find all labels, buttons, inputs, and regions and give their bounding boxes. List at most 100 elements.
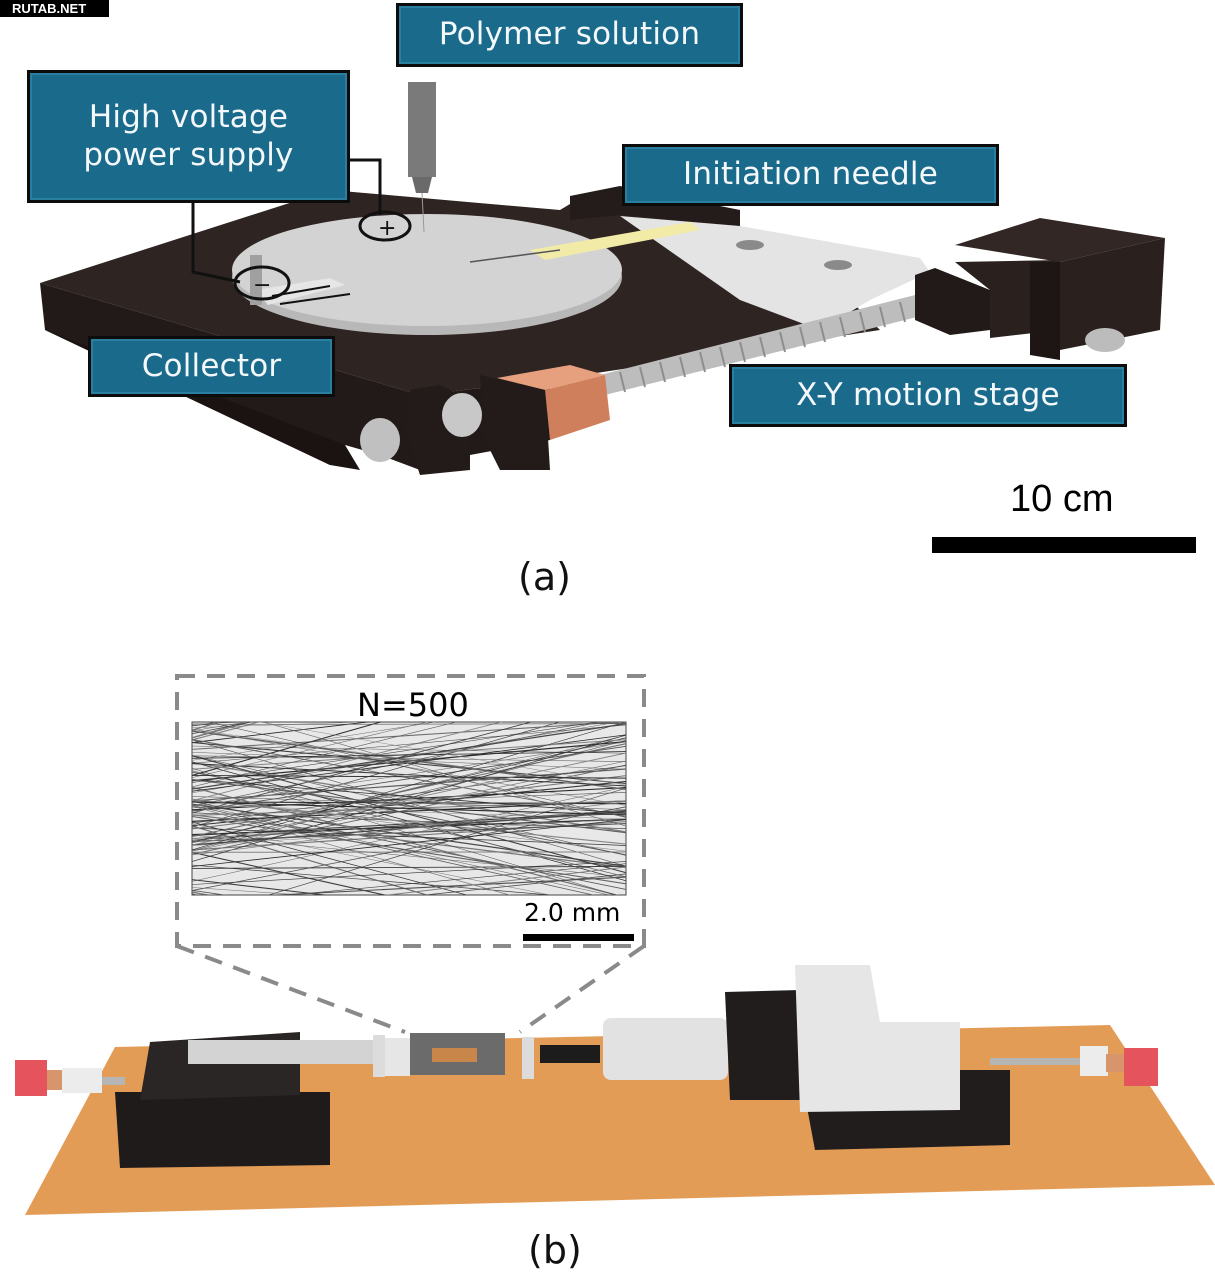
plate-hole [736,240,764,250]
label-initiation-needle: Initiation needle [622,144,999,206]
motor-shaft-knob [1085,328,1125,352]
fiber-line [192,864,555,895]
fiber-line [192,825,429,895]
label-high-voltage-power-supply: High voltage power supply [27,70,350,203]
fiber-line [192,822,626,843]
fiber-line [192,763,626,787]
fiber-line [192,887,306,895]
load-cell [603,1018,728,1080]
fiber-line [192,728,626,806]
positive-terminal-ring [358,210,412,242]
scale-bar-10cm [932,537,1196,553]
fiber-line [192,798,626,852]
right-screw-housing [1080,1046,1108,1076]
syringe-needle [421,192,425,233]
fiber-line [192,801,626,856]
fiber-line [267,787,626,895]
fiber-line [192,722,503,802]
fiber-line [192,722,458,788]
motor-block-front [1030,262,1060,360]
positive-terminal-symbol: + [378,216,396,241]
fiber-line [192,765,626,824]
copper-nut-top [497,365,605,390]
fiber-line [192,779,626,834]
sample-window [432,1048,477,1062]
left-screw [80,1077,125,1085]
knob [442,393,482,437]
fiber-line [192,761,626,833]
left-grip-bar [188,1040,378,1064]
fiber-line [192,768,617,895]
fiber-line [192,743,626,838]
needle-strip [530,222,700,260]
motor-plate [915,268,990,335]
grip-spacer [385,1038,410,1076]
aluminum-plate [620,216,930,330]
fiber-line [192,806,626,891]
panel-a-caption: (a) [518,555,571,599]
fiber-line [192,722,429,779]
fiber-line [192,819,626,867]
fiber-line [192,734,626,862]
left-clamp-base [115,1092,330,1168]
lead-screw [600,290,945,395]
fiber-line [192,792,626,809]
motor-block-side [1060,238,1165,350]
fiber-line [192,751,626,759]
fiber-line [192,738,626,818]
label-high-voltage-line1: High voltage [88,99,289,136]
fiber-line [192,730,626,791]
fiber-line [192,722,599,783]
right-clamp-back [725,990,800,1100]
wire-negative [191,200,241,284]
wire-positive [348,158,382,215]
panel-b-caption: (b) [528,1228,582,1272]
fiber-line [192,722,626,750]
fiber-line [192,803,611,895]
fiber-line [192,801,626,816]
watermark: RUTAB.NET [0,0,109,17]
label-collector: Collector [88,336,335,397]
grip-spacer [373,1035,385,1077]
knob [360,418,400,462]
fiber-line [192,774,626,779]
fiber-line [383,866,626,895]
fiber-line [192,865,626,869]
fiber-line [192,752,626,846]
inset-title: N=500 [357,686,469,724]
fiber-line [192,722,626,851]
syringe-tip [412,177,432,193]
fiber-line [192,818,626,846]
fiber-line [192,723,626,725]
fiber-line [192,722,602,807]
right-red-knob [1124,1048,1158,1086]
plate-hole [824,260,852,270]
coupler [540,1045,600,1063]
fiber-line [192,722,372,744]
inset-dashed-frame [175,674,646,948]
syringe-body [408,82,436,177]
left-red-knob [15,1060,47,1096]
fiber-line [192,751,626,770]
grip-spacer [522,1037,534,1079]
right-copper-nut [1106,1054,1124,1072]
fiber-line [192,834,626,878]
fiber-line [192,775,626,830]
fiber-line [192,815,626,885]
fiber-line [192,723,626,790]
fiber-line [190,913,630,1008]
front-bracket [480,375,550,470]
fiber-line [192,879,330,895]
fiber-line [192,818,626,836]
motor-block-top [955,218,1165,262]
initiation-needle-wire [469,249,561,263]
fiber-line [192,722,372,728]
fiber-line [192,779,626,814]
inset-leader-right [518,944,646,1034]
fiber-mesh-lines [190,722,630,1008]
left-screw-housing [62,1068,102,1093]
negative-terminal-symbol: − [253,273,271,298]
right-screw [990,1058,1080,1065]
inset-leader-left [176,944,406,1034]
label-high-voltage-line2: power supply [83,136,294,173]
